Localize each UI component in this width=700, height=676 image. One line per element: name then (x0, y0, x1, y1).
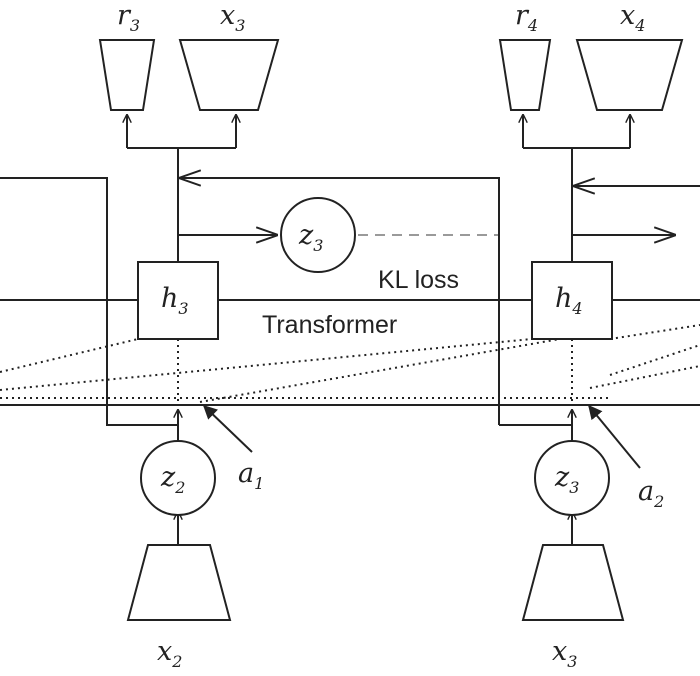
action-arrow-a2 (588, 404, 641, 469)
label-x2-bottom: x2 (157, 636, 182, 671)
recurrence-line-left (0, 177, 178, 426)
kl-loss-label: KL loss (378, 266, 459, 294)
label-z3-posterior: z3 (298, 220, 323, 255)
transformer-label: Transformer (262, 311, 397, 339)
latent-node-z3 (534, 440, 610, 516)
recurrence-line-right (499, 186, 700, 426)
label-x4: x4 (620, 0, 645, 35)
latent-node-z2 (140, 440, 216, 516)
decoder-feed-left (127, 115, 236, 262)
decoder-r4 (498, 39, 552, 111)
hidden-state-h4 (531, 261, 613, 340)
posterior-latent-node (280, 197, 356, 273)
label-z3-bottom: z3 (554, 462, 579, 497)
decoder-feed-right (523, 115, 630, 262)
label-h3: h3 (161, 283, 189, 318)
label-a2: a2 (638, 476, 664, 511)
label-x3-bottom: x3 (552, 636, 577, 671)
attention-dotted-lines (0, 324, 700, 403)
encoder-x3 (521, 544, 625, 621)
latent-input-arrows (178, 410, 572, 545)
recurrence-line-middle (181, 178, 500, 425)
label-z2: z2 (160, 462, 185, 497)
label-h4: h4 (555, 283, 583, 318)
action-arrow-a1 (202, 405, 253, 453)
decoder-x3 (178, 39, 280, 111)
label-a1: a1 (238, 458, 264, 493)
decoder-x4 (575, 39, 684, 111)
label-r3: r3 (117, 0, 140, 35)
hidden-state-h3 (137, 261, 219, 340)
encoder-x2 (126, 544, 232, 621)
label-x3-top: x3 (220, 0, 245, 35)
label-r4: r4 (515, 0, 538, 35)
decoder-r3 (98, 39, 156, 111)
